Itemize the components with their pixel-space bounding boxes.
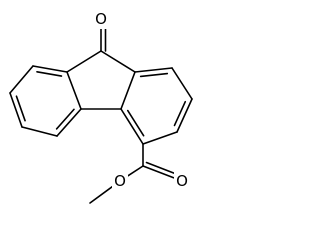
bond-ester-carbon-ether-o — [126, 165, 144, 177]
bond-c9a-c1 — [134, 67, 173, 73]
bond-c9a-c1-inner — [139, 72, 169, 78]
bond-ether-o-methyl — [89, 185, 114, 204]
bond-c9-c9a — [100, 50, 136, 73]
bond-c5-c4a-inner — [55, 108, 75, 130]
bond-c8a-c8 — [32, 65, 68, 73]
atom-label-layer: O O O — [93, 10, 190, 190]
bond-c1-c2 — [171, 67, 193, 100]
bond-c4-c4b — [120, 108, 144, 145]
bond-c8a-c9 — [66, 50, 102, 73]
bond-layer — [9, 28, 193, 204]
ester-carbonyl-oxygen-label: O — [176, 172, 188, 190]
bond-c8a-c8-inner — [36, 70, 63, 77]
bond-c7-c6-inner — [15, 95, 26, 122]
bond-c8-c7 — [9, 65, 34, 94]
ketone-oxygen-label: O — [95, 10, 107, 28]
bond-c3-c4 — [142, 131, 178, 145]
bond-c7-c6 — [9, 92, 23, 128]
ester-ether-oxygen-label: O — [114, 172, 126, 190]
ester-carbonyl-oxygen-mask — [174, 172, 190, 190]
bond-c6-c5 — [21, 126, 58, 137]
bond-c9a-c4b — [120, 71, 136, 110]
bond-ester-carbon-carbonyl-o — [142, 165, 175, 179]
bond-c4a-c8a — [66, 71, 82, 110]
bond-c4-c4b-inner — [126, 109, 145, 137]
bond-c2-c3-inner — [173, 100, 187, 127]
ketone-oxygen-mask — [93, 11, 109, 29]
chemical-structure-diagram: O O O — [9, 10, 193, 204]
bond-ester-carbon-carbonyl-o-double — [145, 161, 177, 175]
bond-c2-c3 — [176, 98, 193, 133]
ester-ether-oxygen-mask — [112, 172, 128, 190]
bond-c5-c4a — [56, 108, 82, 137]
